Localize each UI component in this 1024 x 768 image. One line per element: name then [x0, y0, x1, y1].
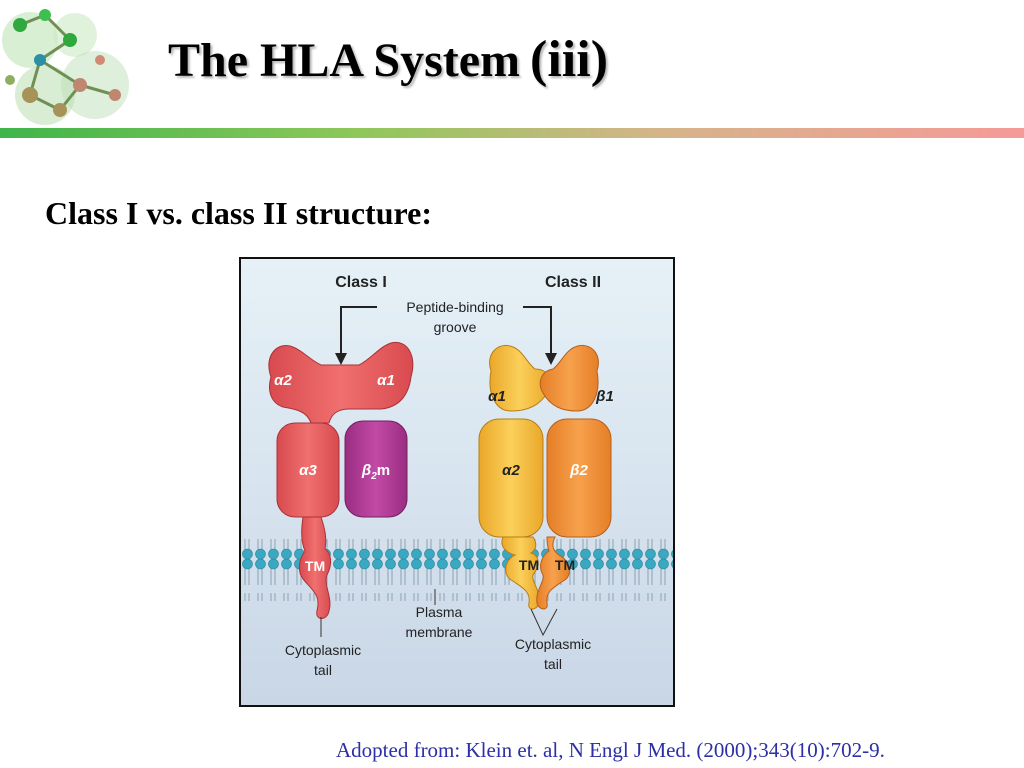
class2-a-tm-stalk — [501, 536, 540, 610]
class1-heading: Class I — [335, 274, 387, 291]
class2-heading: Class II — [545, 274, 601, 291]
pointer-lines — [320, 589, 558, 637]
membrane-label-line1: Plasma — [416, 604, 463, 620]
membrane-label-line2: membrane — [406, 624, 473, 640]
hla-structure-figure: Class I Class II Peptide-binding groove … — [239, 257, 675, 707]
title-suffix: (iii) — [530, 31, 609, 88]
class2-molecule: α1 β1 α2 β2 TM TM — [478, 345, 614, 610]
class2-b1-domain — [539, 345, 599, 412]
class1-a1-label: α1 — [377, 372, 395, 389]
title-main: The HLA System — [168, 34, 521, 87]
class1-tm-label: TM — [305, 558, 325, 574]
class1-molecule: α2 α1 α3 β2m TM — [268, 341, 414, 619]
class2-b2-domain — [546, 418, 612, 538]
class2-tm-b-label: TM — [555, 557, 575, 573]
groove-label-line2: groove — [434, 319, 477, 335]
b2m-sub: 2 — [370, 471, 377, 482]
molecule-logo — [0, 0, 150, 130]
class1-b2m-domain — [344, 420, 408, 518]
class2-b2-label: β2 — [569, 462, 588, 479]
class1-a1a2-domain — [268, 341, 414, 424]
groove-arrows — [340, 306, 552, 355]
class1-tm-stalk — [298, 516, 332, 619]
tail2-line2: tail — [544, 656, 562, 672]
class2-a1-label: α1 — [488, 388, 506, 405]
class2-tm-a-label: TM — [519, 557, 539, 573]
class2-b1-label: β1 — [595, 388, 614, 405]
class2-a2-label: α2 — [502, 462, 520, 479]
groove-label-line1: Peptide-binding — [406, 299, 503, 315]
slide-title: The HLA System(iii) — [168, 30, 608, 89]
tail1-line1: Cytoplasmic — [285, 642, 361, 658]
class1-a3-label: α3 — [299, 462, 317, 479]
b2m-m: m — [377, 462, 390, 479]
b2m-beta: β — [361, 462, 371, 479]
class1-b2m-label: β2m — [361, 462, 390, 482]
tail1-line2: tail — [314, 662, 332, 678]
slide-subtitle: Class I vs. class II structure: — [45, 195, 432, 231]
source-citation: Adopted from: Klein et. al, N Engl J Med… — [336, 738, 885, 762]
title-divider — [0, 128, 1024, 138]
tail2-line1: Cytoplasmic — [515, 636, 591, 652]
class2-b-tm-stalk — [536, 536, 570, 610]
class1-a2-label: α2 — [274, 372, 292, 389]
